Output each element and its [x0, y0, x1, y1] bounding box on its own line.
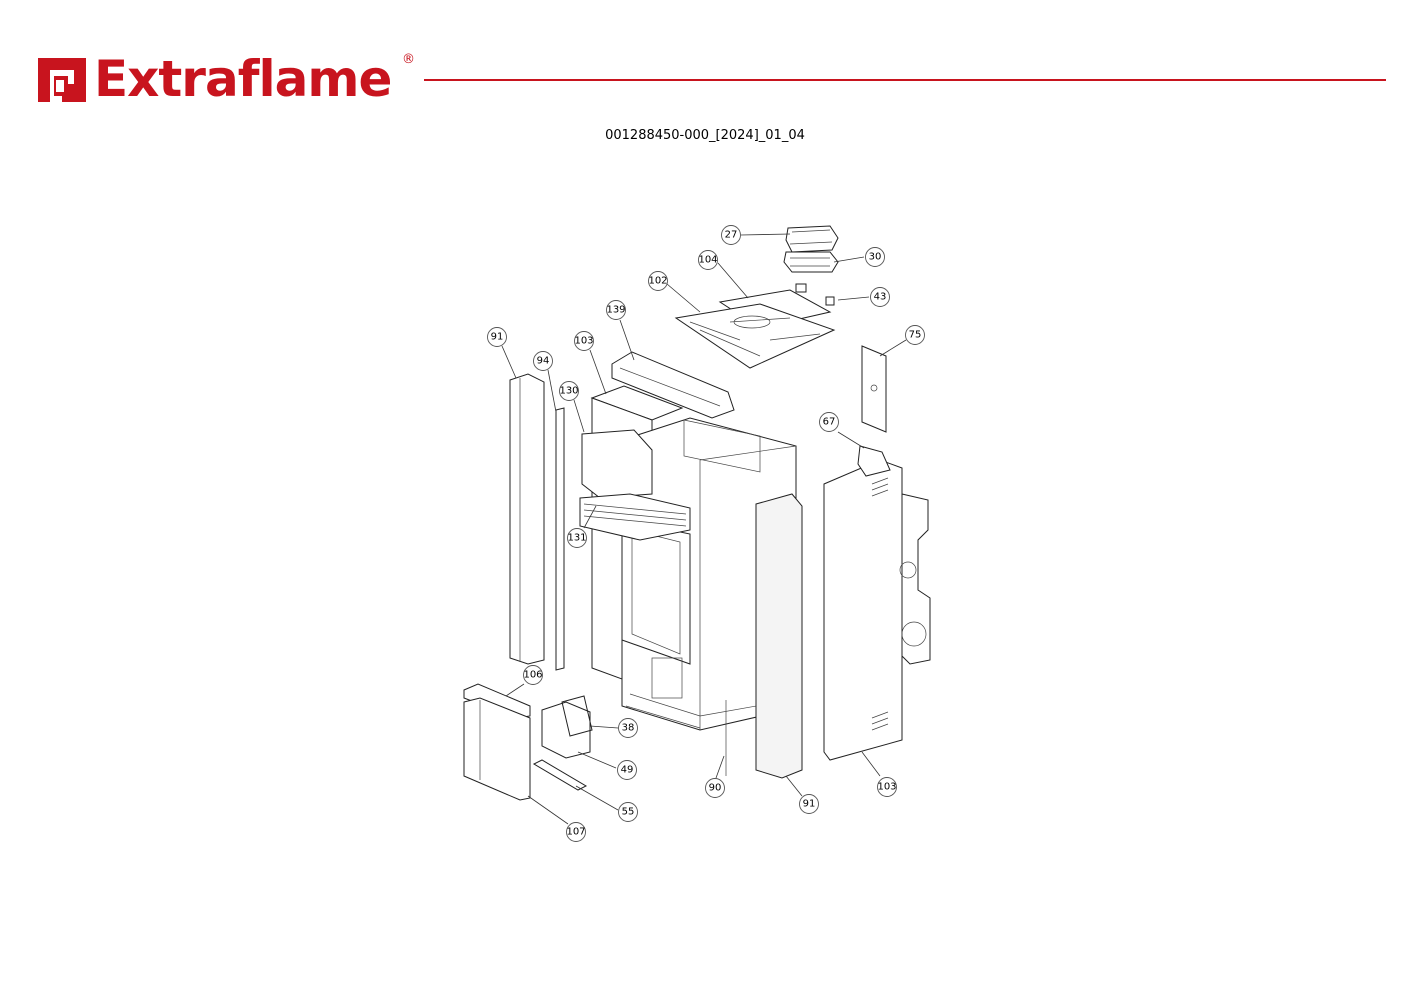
svg-text:30: 30: [869, 252, 882, 263]
flame-mark-icon: [38, 58, 86, 102]
callout-49: 49: [617, 760, 637, 780]
svg-text:106: 106: [523, 670, 542, 681]
part-side-column-91-right: [755, 493, 803, 779]
callout-55: 55: [618, 802, 638, 822]
callout-103-body: 103: [574, 331, 594, 351]
callout-90: 90: [705, 778, 725, 798]
callout-131: 131: [567, 528, 587, 548]
part-gasket-38: [561, 695, 593, 737]
svg-text:91: 91: [491, 332, 504, 343]
svg-text:38: 38: [622, 723, 635, 734]
registered-mark: ®: [402, 52, 415, 67]
svg-text:130: 130: [559, 386, 578, 397]
svg-text:49: 49: [621, 765, 634, 776]
svg-text:43: 43: [874, 292, 887, 303]
part-side-panel-103-right: [823, 459, 903, 761]
callout-102: 102: [648, 271, 668, 291]
part-side-strip-94: [555, 407, 565, 671]
part-bracket-106: [463, 683, 531, 719]
callout-27: 27: [721, 225, 741, 245]
callout-43: 43: [870, 287, 890, 307]
svg-text:139: 139: [606, 305, 625, 316]
callout-94: 94: [533, 351, 553, 371]
part-panel-130: [581, 429, 653, 499]
svg-text:103: 103: [877, 782, 896, 793]
part-side-bracket-67: [857, 445, 891, 477]
part-top-plate-102: [674, 303, 836, 369]
part-rear-plate: [899, 493, 931, 665]
svg-text:67: 67: [823, 417, 836, 428]
header-rule: [424, 79, 1386, 81]
part-side-column-91-left: [509, 373, 545, 665]
part-plate-49: [541, 701, 591, 759]
callout-130: 130: [559, 381, 579, 401]
callout-67: 67: [819, 412, 839, 432]
callout-104: 104: [698, 250, 718, 270]
callout-30: 30: [865, 247, 885, 267]
part-back-plate-75: [861, 345, 887, 433]
part-base-box-107: [463, 697, 531, 801]
part-grille-131: [579, 493, 691, 541]
part-top-bracket-30: [783, 251, 839, 273]
svg-text:55: 55: [622, 807, 635, 818]
svg-text:107: 107: [566, 827, 585, 838]
svg-text:103: 103: [574, 336, 593, 347]
leader-lines: [501, 233, 907, 825]
callout-75: 75: [905, 325, 925, 345]
svg-text:104: 104: [698, 255, 717, 266]
callout-91-left: 91: [487, 327, 507, 347]
part-top-lid-139: [611, 351, 735, 419]
svg-text:90: 90: [709, 783, 722, 794]
brand-name: Extraflame: [94, 50, 392, 108]
svg-text:102: 102: [648, 276, 667, 287]
extraflame-logo: Extraflame ®: [34, 48, 424, 110]
callout-106: 106: [523, 665, 543, 685]
svg-text:91: 91: [803, 799, 816, 810]
part-top-cover-27: [785, 225, 839, 253]
svg-text:131: 131: [567, 533, 586, 544]
callout-38: 38: [618, 718, 638, 738]
svg-text:27: 27: [725, 230, 738, 241]
part-rod-55: [532, 759, 588, 791]
svg-text:94: 94: [537, 356, 550, 367]
callout-139: 139: [606, 300, 626, 320]
document-code: 001288450-000_[2024]_01_04: [605, 128, 805, 143]
callout-91-right: 91: [799, 794, 819, 814]
svg-text:75: 75: [909, 330, 922, 341]
callout-107: 107: [566, 822, 586, 842]
callout-103-side: 103: [877, 777, 897, 797]
